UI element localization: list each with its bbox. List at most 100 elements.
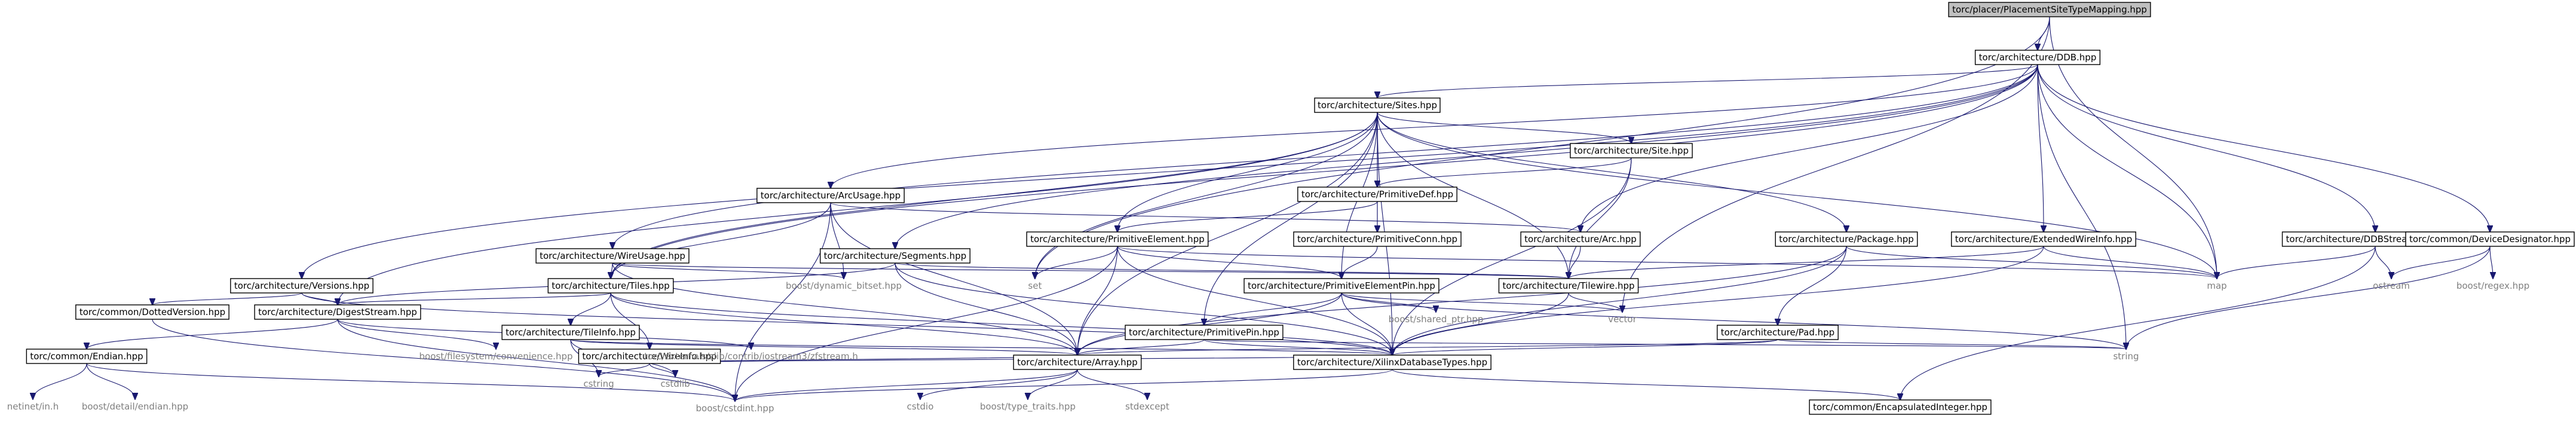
node-cstdio: cstdio <box>907 401 934 412</box>
node-torc-common-encapsulatedinteger-hpp[interactable]: torc/common/EncapsulatedInteger.hpp <box>1809 399 1992 415</box>
node-label: vector <box>1608 314 1637 325</box>
node-boost-regex-hpp: boost/regex.hpp <box>2456 280 2529 291</box>
node-box <box>756 188 905 203</box>
node-torc-architecture-tilewire-hpp[interactable]: torc/architecture/Tilewire.hpp <box>1498 278 1639 294</box>
edge-site-to-tilewire <box>1569 157 1632 279</box>
node-box <box>1314 97 1441 113</box>
node-torc-architecture-segments-hpp[interactable]: torc/architecture/Segments.hpp <box>819 248 971 264</box>
edge-ddb-to-tiles <box>611 64 2038 279</box>
edge-xilinx-to-cstdint <box>735 369 1393 401</box>
node-torc-architecture-package-hpp[interactable]: torc/architecture/Package.hpp <box>1775 231 1918 247</box>
node-label: torc/architecture/Versions.hpp <box>234 280 369 291</box>
node-label: boost/cstdint.hpp <box>696 403 774 414</box>
node-box <box>1125 325 1284 340</box>
edge-endian-to-bdendian <box>86 363 135 399</box>
edge-primdef-to-primelem <box>1117 201 1378 232</box>
edge-wireusage-to-tilewire <box>612 262 1569 279</box>
node-label: torc/architecture/Array.hpp <box>1017 357 1138 368</box>
node-boost-dynamic-bitset-hpp: boost/dynamic_bitset.hpp <box>786 280 902 292</box>
edge-root-to-set <box>1035 16 2050 279</box>
node-layer: torc/placer/PlacementSiteTypeMapping.hpp… <box>7 2 2575 415</box>
edge-sites-to-tilewire <box>1377 112 1569 279</box>
edge-arcusage-to-cstdint <box>735 202 831 401</box>
node-torc-architecture-array-hpp[interactable]: torc/architecture/Array.hpp <box>1013 355 1142 370</box>
edge-tiles-to-xilinx <box>610 292 1392 355</box>
edge-primelempin-to-string <box>1341 292 2126 349</box>
node-box <box>1951 231 2136 247</box>
edge-ddb-to-ddbsh <box>2037 64 2375 232</box>
node-torc-architecture-site-hpp[interactable]: torc/architecture/Site.hpp <box>1570 143 1693 158</box>
node-torc-common-dottedversion-hpp[interactable]: torc/common/DottedVersion.hpp <box>75 304 229 320</box>
edge-layer <box>33 16 2493 401</box>
edge-wireusage-to-dynbitset <box>612 262 844 279</box>
node-label: torc/architecture/TileInfo.hpp <box>506 327 636 338</box>
edge-extwire-to-tilewire <box>1569 246 2044 279</box>
node-torc-architecture-pad-hpp[interactable]: torc/architecture/Pad.hpp <box>1717 325 1839 340</box>
node-torc-architecture-sites-hpp[interactable]: torc/architecture/Sites.hpp <box>1314 97 1441 113</box>
node-cstring: cstring <box>583 378 614 389</box>
edge-extwire-to-xilinx <box>1392 246 2044 355</box>
edge-primelempin-to-vector <box>1341 292 1622 312</box>
node-torc-placer-placementsitetypemapping-hpp[interactable]: torc/placer/PlacementSiteTypeMapping.hpp <box>1948 2 2151 17</box>
node-torc-architecture-primitivepin-hpp[interactable]: torc/architecture/PrimitivePin.hpp <box>1125 325 1284 340</box>
node-label: torc/architecture/WireInfo.hpp <box>582 351 716 362</box>
node-box <box>1775 231 1918 247</box>
node-box <box>1026 231 1209 247</box>
node-label: torc/common/Endian.hpp <box>30 351 143 362</box>
node-label: torc/architecture/DigestStream.hpp <box>258 307 417 317</box>
node-torc-architecture-primitiveelementpin-hpp[interactable]: torc/architecture/PrimitiveElementPin.hp… <box>1243 278 1439 294</box>
node-torc-architecture-tiles-hpp[interactable]: torc/architecture/Tiles.hpp <box>547 278 674 294</box>
edge-endian-to-cstdint <box>86 363 735 401</box>
node-torc-architecture-primitiveelement-hpp[interactable]: torc/architecture/PrimitiveElement.hpp <box>1026 231 1209 247</box>
node-box <box>1243 278 1439 294</box>
node-torc-architecture-extendedwireinfo-hpp[interactable]: torc/architecture/ExtendedWireInfo.hpp <box>1951 231 2136 247</box>
node-torc-architecture-wireinfo-hpp[interactable]: torc/architecture/WireInfo.hpp <box>578 349 721 364</box>
edge-ddb-to-versions <box>302 64 2038 279</box>
node-box <box>1293 231 1462 247</box>
edge-tiles-to-digest <box>338 292 611 305</box>
edge-pad-to-xilinx <box>1392 339 1778 355</box>
node-label: torc/placer/PlacementSiteTypeMapping.hpp <box>1952 4 2147 15</box>
edge-tileinfo-to-array <box>570 339 1077 355</box>
edge-sites-to-tiles <box>611 112 1378 279</box>
node-torc-architecture-versions-hpp[interactable]: torc/architecture/Versions.hpp <box>230 278 373 294</box>
node-torc-architecture-arcusage-hpp[interactable]: torc/architecture/ArcUsage.hpp <box>756 188 905 203</box>
node-label: torc/architecture/ArcUsage.hpp <box>761 190 900 201</box>
edge-wireusage-to-tiles <box>611 262 612 279</box>
edge-tiles-to-wireinfo <box>610 292 650 349</box>
edge-array-to-cstdint <box>735 369 1078 401</box>
edge-package-to-xilinx <box>1392 246 1847 355</box>
node-torc-architecture-tileinfo-hpp[interactable]: torc/architecture/TileInfo.hpp <box>501 325 640 340</box>
node-torc-architecture-digeststream-hpp[interactable]: torc/architecture/DigestStream.hpp <box>254 304 421 320</box>
node-label: ostream <box>2373 280 2410 291</box>
edge-package-to-array <box>1077 246 1847 355</box>
node-torc-architecture-xilinxdatabasetypes-hpp[interactable]: torc/architecture/XilinxDatabaseTypes.hp… <box>1293 355 1491 370</box>
edge-ddb-to-devdes <box>2037 64 2490 232</box>
edge-sites-to-primelem <box>1117 112 1378 232</box>
node-box <box>501 325 640 340</box>
node-torc-common-endian-hpp[interactable]: torc/common/Endian.hpp <box>26 349 148 364</box>
edge-segments-to-xilinx <box>895 262 1392 355</box>
node-label: torc/externals/zlib/contrib/iostream3/zf… <box>644 351 858 362</box>
edge-pad-to-string <box>1777 339 2126 349</box>
edge-digest-to-cstdint <box>337 319 735 401</box>
node-torc-architecture-arc-hpp[interactable]: torc/architecture/Arc.hpp <box>1520 231 1641 247</box>
node-torc-architecture-primitivedef-hpp[interactable]: torc/architecture/PrimitiveDef.hpp <box>1297 187 1457 202</box>
node-set: set <box>1028 280 1042 291</box>
edge-primelem-to-xilinx <box>1117 246 1392 355</box>
node-torc-common-devicedesignator-hpp[interactable]: torc/common/DeviceDesignator.hpp <box>2405 231 2575 247</box>
edge-ddbsh-to-encint <box>1900 246 2376 400</box>
node-boost-cstdint-hpp: boost/cstdint.hpp <box>696 403 774 414</box>
node-torc-architecture-wireusage-hpp[interactable]: torc/architecture/WireUsage.hpp <box>535 248 690 264</box>
node-torc-architecture-primitiveconn-hpp[interactable]: torc/architecture/PrimitiveConn.hpp <box>1293 231 1462 247</box>
edge-pad-to-array <box>1077 339 1778 355</box>
edge-ddb-to-sites <box>1377 64 2038 98</box>
edge-primconn-to-primelempin <box>1341 246 1378 279</box>
edge-dotted-to-cstdint <box>152 319 735 401</box>
node-label: cstring <box>583 378 614 389</box>
edge-sites-to-package <box>1377 112 1846 232</box>
edge-extwire-to-map <box>2043 246 2217 279</box>
edge-ddb-to-arcusage <box>831 64 2038 188</box>
node-boost-detail-endian-hpp: boost/detail/endian.hpp <box>82 401 188 412</box>
node-torc-architecture-ddb-hpp[interactable]: torc/architecture/DDB.hpp <box>1974 50 2101 65</box>
